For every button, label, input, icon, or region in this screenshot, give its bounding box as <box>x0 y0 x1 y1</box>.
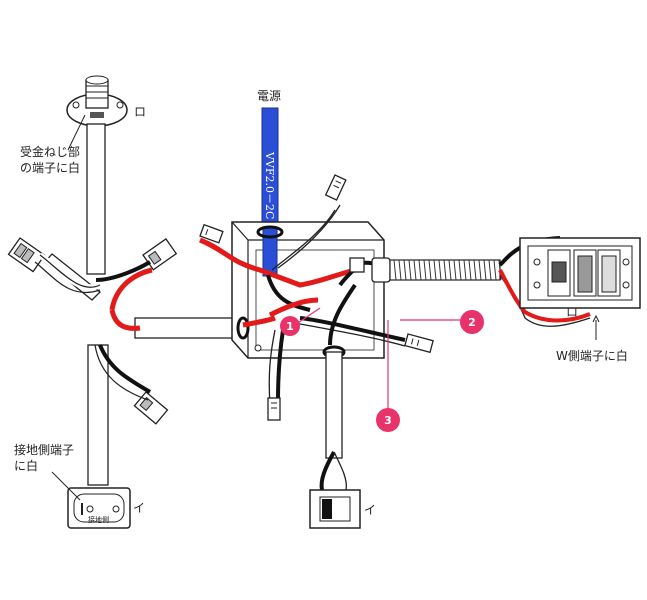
conduit-rib <box>438 259 442 281</box>
svg-text:2: 2 <box>468 316 476 329</box>
ground-leader-line <box>51 471 81 501</box>
connector-top-left <box>7 237 46 273</box>
conduit-rib <box>393 259 397 281</box>
conduit-rib <box>398 259 402 281</box>
connector-right <box>404 333 434 354</box>
lamp-cable <box>86 123 106 275</box>
conduit-rib <box>458 259 462 281</box>
conduit-rib <box>493 259 497 281</box>
power-label: 電源 <box>257 89 281 103</box>
lamp-terminal-note-line1: 受金ねじ部 <box>20 144 80 159</box>
ground-note-line1: 接地側端子 <box>14 442 74 457</box>
conduit-rib <box>473 259 477 281</box>
connector-left-box <box>199 223 224 244</box>
cable-type-label: VVF2.0－2C <box>263 151 276 219</box>
conduit-rib <box>483 259 487 281</box>
marker-3: 3 <box>376 408 400 432</box>
marker-1: 1 <box>280 316 300 336</box>
svg-text:3: 3 <box>384 414 392 427</box>
conduit-rib <box>413 259 417 281</box>
switch-i-label: イ <box>364 503 376 517</box>
marker-2: 2 <box>460 310 484 334</box>
connector-bottom-left <box>267 397 281 421</box>
conduit-ribs <box>393 259 502 281</box>
conduit-rib <box>423 259 427 281</box>
grounded-receptacle: 接地側 <box>67 487 131 529</box>
conduit-rib <box>428 259 432 281</box>
switch-cable <box>325 351 343 459</box>
svg-text:1: 1 <box>286 320 294 333</box>
conduit-rib <box>453 259 457 281</box>
lamp-terminal-note-line2: の端子に白 <box>20 160 80 175</box>
connector-box-right <box>349 257 365 273</box>
switch-ro-label: ロ <box>566 305 578 319</box>
conduit-rib <box>468 259 472 281</box>
ground-note-line2: に白 <box>14 458 38 473</box>
conduit-rib <box>463 259 467 281</box>
conduit-rib <box>418 259 422 281</box>
wall-switch <box>309 489 361 529</box>
left-junction <box>44 253 246 486</box>
conduit-rib <box>488 259 492 281</box>
lamp-ro-label: ロ <box>134 105 146 119</box>
conduit-rib <box>403 259 407 281</box>
conduit-rib <box>408 259 412 281</box>
junction-box <box>231 221 385 359</box>
connector-lower-left <box>133 391 169 425</box>
receptacle-face-label: 接地側 <box>88 515 109 524</box>
lamp-receptacle <box>66 75 128 127</box>
connector-top <box>324 174 347 201</box>
switch-assembly <box>519 237 641 309</box>
conduit-rib <box>443 259 447 281</box>
conduit-rib <box>448 259 452 281</box>
w-terminal-note: W側端子に白 <box>556 348 628 363</box>
conduit-rib <box>478 259 482 281</box>
receptacle-i-label: イ <box>133 501 145 515</box>
conduit-rib <box>433 259 437 281</box>
lamp-leader-line <box>67 114 86 151</box>
